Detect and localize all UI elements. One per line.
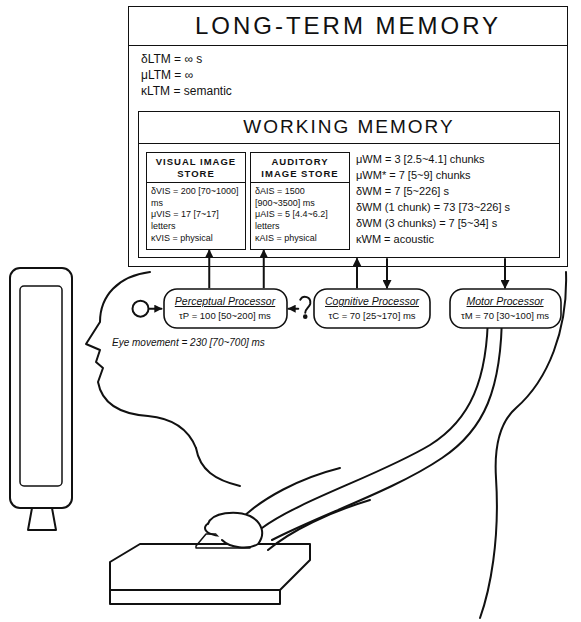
memory-heading: WORKING MEMORY bbox=[139, 112, 559, 144]
processor-parameter: τC = 70 [25~170] ms bbox=[325, 310, 419, 322]
parameter-text: δWM (1 chunk) = 73 [73~226] s bbox=[356, 200, 552, 216]
processor-box: Perceptual Processor τP = 100 [50~200] ms bbox=[163, 288, 288, 329]
parameter-text: μVIS = 17 [7~17] letters bbox=[151, 209, 241, 232]
parameter-text: μWM* = 7 [5~9] chunks bbox=[356, 168, 552, 184]
processor-parameter: τM = 70 [30~100] ms bbox=[461, 310, 549, 322]
timing-note: Eye movement = 230 [70~700] ms bbox=[112, 337, 265, 348]
processor-name: Motor Processor bbox=[461, 295, 549, 308]
arm-lower-line bbox=[268, 500, 370, 550]
parameter-text: μWM = 3 [2.5~4.1] chunks bbox=[356, 152, 552, 168]
parameter-text: κVIS = physical bbox=[151, 233, 241, 245]
flow-arrow bbox=[356, 258, 358, 288]
processor-shape bbox=[450, 289, 561, 328]
image-store-box: VISUAL IMAGE STOREδVIS = 200 [70~1000] m… bbox=[146, 152, 246, 250]
processor-outline bbox=[449, 288, 562, 329]
monitor-stand bbox=[28, 508, 56, 530]
parameter-list: δLTM = ∞ sμLTM = ∞κLTM = semantic bbox=[129, 46, 567, 104]
processor-shape bbox=[164, 289, 287, 328]
store-heading: VISUAL IMAGE STORE bbox=[147, 153, 245, 183]
motor-tube-line bbox=[272, 310, 502, 540]
memory-box: WORKING MEMORY μWM = 3 [2.5~4.1] chunksμW… bbox=[138, 111, 560, 258]
processor-name: Perceptual Processor bbox=[175, 295, 275, 308]
parameter-list: δVIS = 200 [70~1000] msμVIS = 17 [7~17] … bbox=[147, 183, 245, 248]
motor-tube-line bbox=[262, 310, 488, 528]
eye-symbol bbox=[133, 301, 149, 317]
parameter-text: δVIS = 200 [70~1000] ms bbox=[151, 186, 241, 209]
flow-arrow bbox=[263, 250, 265, 288]
processor-label: Perceptual Processor τP = 100 [50~200] ms bbox=[175, 295, 275, 322]
ear-input-arrow bbox=[289, 308, 299, 310]
parameter-text: δWM (3 chunks) = 7 [5~34] s bbox=[356, 216, 552, 232]
processor-outline bbox=[313, 288, 431, 329]
store-heading: AUDITORY IMAGE STORE bbox=[251, 153, 349, 183]
processor-label: Cognitive Processor τC = 70 [25~170] ms bbox=[325, 295, 419, 322]
flow-arrow bbox=[208, 250, 210, 288]
flow-arrow bbox=[504, 258, 506, 288]
image-store-box: AUDITORY IMAGE STOREδAIS = 1500 [900~350… bbox=[250, 152, 350, 250]
parameter-text: δLTM = ∞ s bbox=[141, 51, 555, 67]
processor-label: Motor Processor τM = 70 [30~100] ms bbox=[461, 295, 549, 322]
ear-curve bbox=[300, 297, 310, 313]
parameter-list: μWM = 3 [2.5~4.1] chunksμWM* = 7 [5~9] c… bbox=[356, 152, 552, 248]
processor-box: Cognitive Processor τC = 70 [25~170] ms bbox=[313, 288, 431, 329]
processor-name: Cognitive Processor bbox=[325, 295, 419, 308]
flow-arrow bbox=[386, 258, 388, 288]
processor-outline bbox=[163, 288, 288, 329]
processor-parameter: τP = 100 [50~200] ms bbox=[175, 310, 275, 322]
parameter-text: δAIS = 1500 [900~3500] ms bbox=[255, 186, 345, 209]
processor-shape bbox=[314, 289, 430, 328]
parameter-text: δWM = 7 [5~226] s bbox=[356, 184, 552, 200]
parameter-list: δAIS = 1500 [900~3500] msμAIS = 5 [4.4~6… bbox=[251, 183, 349, 248]
ear-dot bbox=[304, 315, 307, 318]
hand bbox=[208, 513, 262, 548]
monitor-frame bbox=[10, 268, 72, 508]
parameter-text: κLTM = semantic bbox=[141, 83, 555, 99]
eye-input-arrow bbox=[150, 308, 162, 310]
parameter-text: μLTM = ∞ bbox=[141, 67, 555, 83]
monitor-screen bbox=[20, 286, 62, 486]
memory-heading: LONG-TERM MEMORY bbox=[129, 7, 567, 46]
ear-symbol bbox=[300, 297, 310, 318]
desk bbox=[110, 544, 310, 590]
processor-box: Motor Processor τM = 70 [30~100] ms bbox=[449, 288, 562, 329]
parameter-text: κWM = acoustic bbox=[356, 232, 552, 248]
parameter-text: μAIS = 5 [4.4~6.2] letters bbox=[255, 209, 345, 232]
neck-line bbox=[196, 448, 240, 486]
desk-front bbox=[110, 590, 280, 604]
memory-box: LONG-TERM MEMORYδLTM = ∞ sμLTM = ∞κLTM =… bbox=[128, 6, 568, 267]
parameter-text: κAIS = physical bbox=[255, 233, 345, 245]
